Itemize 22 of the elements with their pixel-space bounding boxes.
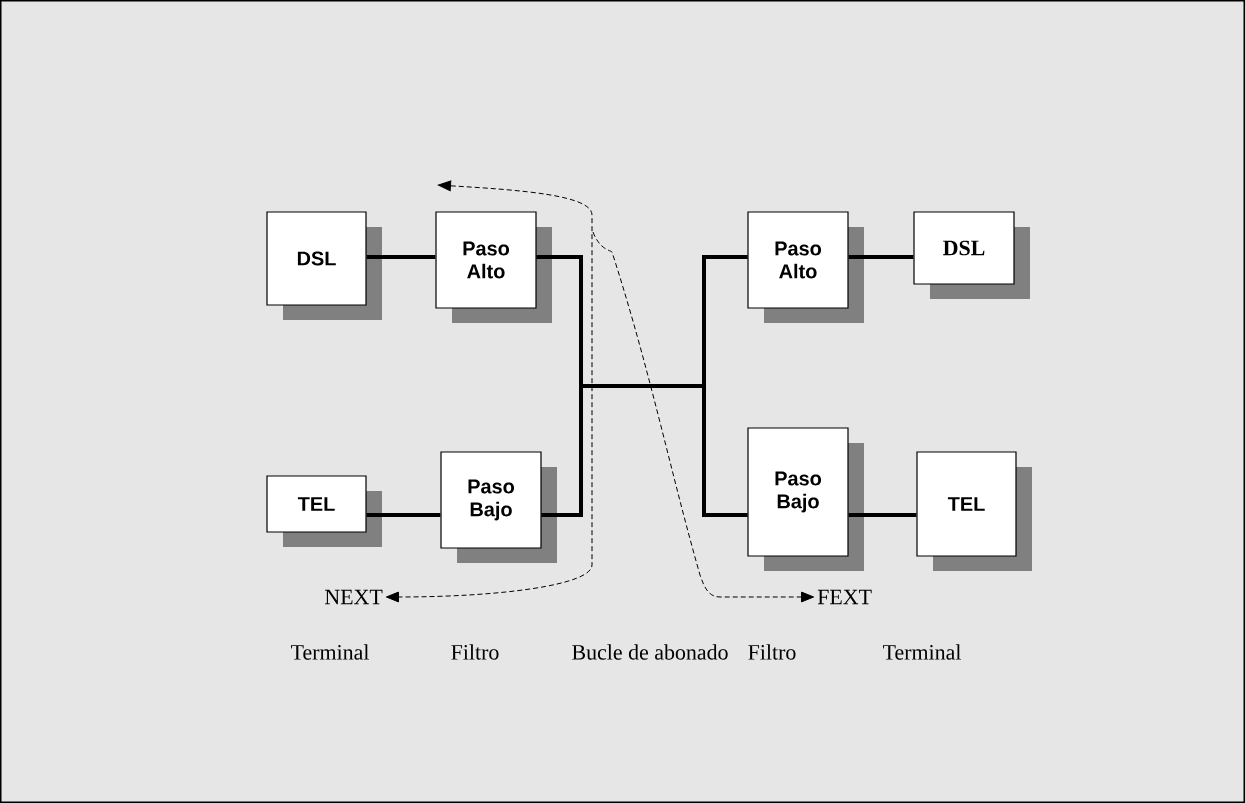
terminal-box: DSL xyxy=(913,211,1030,299)
connecting-line xyxy=(366,513,441,517)
filter-box: Paso Alto xyxy=(747,211,864,323)
filter-box: Paso Bajo xyxy=(440,451,557,563)
connecting-line xyxy=(366,255,436,259)
terminal-box: DSL xyxy=(266,211,382,320)
connecting-line xyxy=(848,513,917,517)
terminal-box: TEL xyxy=(916,451,1032,571)
terminal-box: TEL xyxy=(266,475,382,547)
crosstalk-label: NEXT xyxy=(325,589,383,605)
section-label: Filtro xyxy=(451,644,499,660)
far-end-crosstalk-arrow xyxy=(592,231,815,603)
crosstalk-label: FEXT xyxy=(817,589,872,605)
filter-box: Paso Bajo xyxy=(747,427,864,571)
section-label: Terminal xyxy=(883,644,961,660)
connecting-line xyxy=(848,255,914,259)
section-label: Terminal xyxy=(291,644,369,660)
filter-box: Paso Alto xyxy=(435,211,552,323)
section-label: Bucle de abonado xyxy=(572,644,728,660)
section-label: Filtro xyxy=(748,644,796,660)
subscriber-loop-line xyxy=(541,384,748,517)
near-end-crosstalk-arrow xyxy=(385,180,593,603)
